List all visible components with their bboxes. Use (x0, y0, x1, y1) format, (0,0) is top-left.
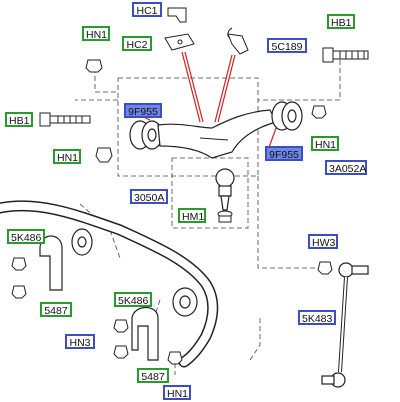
label-5487-bottom[interactable]: 5487 (137, 368, 169, 383)
stab-bushing-mid (172, 287, 198, 317)
label-hb1-top-right[interactable]: HB1 (327, 14, 355, 29)
label-hm1[interactable]: HM1 (178, 208, 206, 223)
highlight-line-1 (181, 51, 201, 123)
label-hn1-bottom[interactable]: HN1 (163, 385, 191, 400)
stab-bushing-left (71, 228, 93, 256)
stabilizer-bar-fill (0, 201, 217, 366)
ball-joint-3050a (215, 168, 235, 211)
label-3050a[interactable]: 3050A (130, 189, 168, 204)
highlight-line-3 (214, 54, 233, 123)
label-9f955-right[interactable]: 9F955 (265, 146, 303, 161)
label-hn3[interactable]: HN3 (65, 334, 95, 349)
nuts-left (11, 257, 27, 299)
leader-hb1-right (258, 60, 341, 101)
label-3a052a[interactable]: 3A052A (325, 160, 367, 175)
highlight-line-4 (217, 54, 236, 123)
leader-hn1-top (94, 68, 118, 93)
sensor-5c189-wire (227, 27, 233, 39)
bushing-9f955-left (129, 120, 163, 150)
label-5487-left[interactable]: 5487 (40, 302, 72, 317)
label-hw3[interactable]: HW3 (308, 234, 338, 249)
nut-hn1-right (311, 105, 327, 119)
label-hc1[interactable]: HC1 (132, 2, 162, 17)
clip-hc1 (167, 7, 187, 23)
stab-clamp-mid (131, 306, 159, 361)
label-hn1-left[interactable]: HN1 (53, 149, 81, 164)
highlight-line-2 (184, 51, 204, 123)
stab-clamp-left (39, 235, 63, 291)
label-5c189[interactable]: 5C189 (267, 38, 307, 53)
bracket-hc2 (164, 33, 195, 51)
label-hn1-right[interactable]: HN1 (311, 136, 339, 151)
nuts-hn3 (113, 319, 129, 359)
stabilizer-link-5k483 (321, 262, 369, 388)
label-hc2[interactable]: HC2 (122, 36, 152, 51)
leader-hw3 (257, 176, 322, 269)
leader-bushing-left (79, 203, 121, 259)
label-hn1-top-left[interactable]: HN1 (82, 26, 110, 41)
nut-hm1 (217, 210, 233, 223)
bushing-9f955-right (271, 101, 303, 131)
label-9f955-left[interactable]: 9F955 (124, 103, 162, 118)
leader-lower (249, 318, 261, 361)
bolt-hb1-left (39, 112, 91, 127)
label-5k486-left[interactable]: 5K486 (7, 229, 45, 244)
label-5k483[interactable]: 5K483 (298, 310, 336, 325)
nut-hn1-bottom (167, 351, 183, 365)
bracket-hc2-hole (177, 39, 183, 45)
sensor-5c189 (227, 33, 249, 55)
nut-hw3 (317, 261, 333, 275)
nut-hn1-left (95, 147, 113, 163)
ball-joint-assembly-box (171, 157, 249, 229)
upper-arm-ridge (199, 137, 229, 141)
label-hb1-left[interactable]: HB1 (5, 112, 33, 127)
bolt-hb1-top-right (322, 47, 369, 63)
label-5k486-mid[interactable]: 5K486 (114, 292, 152, 307)
nut-hn1-top (85, 59, 103, 73)
